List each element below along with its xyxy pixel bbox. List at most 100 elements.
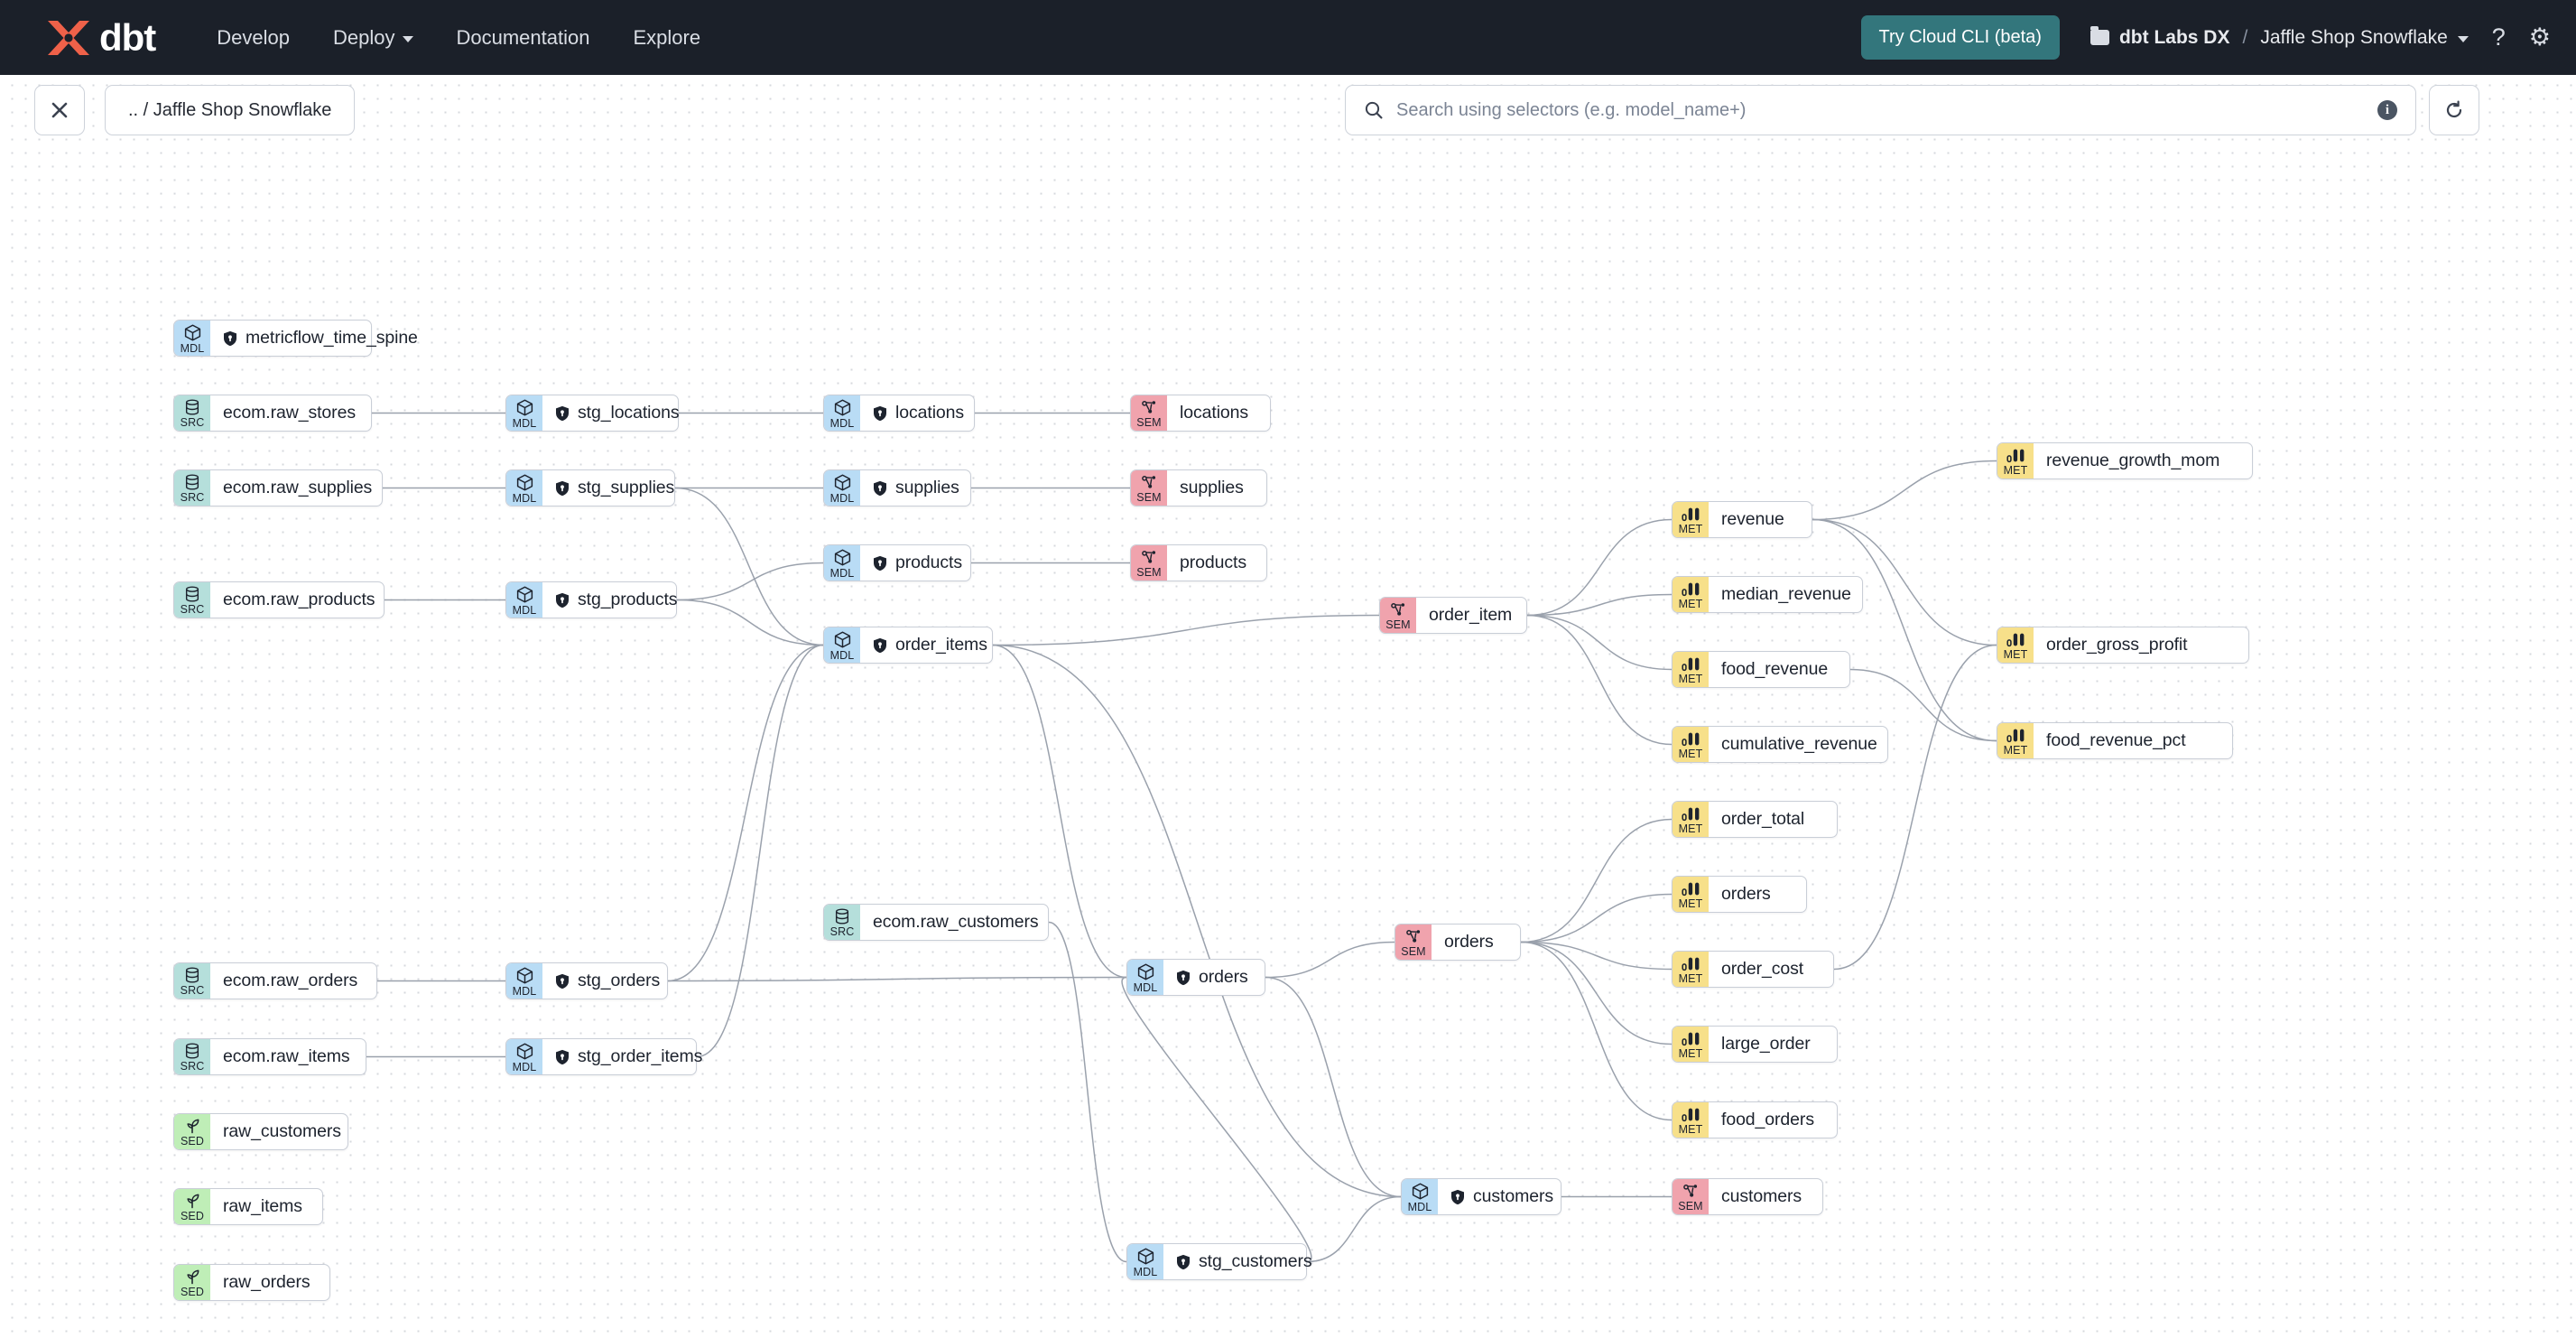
node-type-badge-sem: SEM xyxy=(1131,395,1167,431)
dbt-logo[interactable]: dbt xyxy=(43,17,156,59)
lineage-canvas[interactable]: MDL metricflow_time_spine SRC ecom.raw_st… xyxy=(0,75,2576,1338)
node-type-label: SEM xyxy=(1136,416,1162,430)
account-project-selector[interactable]: dbt Labs DX / Jaffle Shop Snowflake xyxy=(2090,26,2469,49)
node-type-badge-src: SRC xyxy=(174,470,210,506)
node-type-label: MET xyxy=(1678,1046,1703,1060)
node-type-badge-met: MET xyxy=(1673,877,1709,912)
node-label: stg_order_items xyxy=(578,1046,703,1066)
network-icon xyxy=(1142,551,1156,563)
breadcrumb-label: .. / Jaffle Shop Snowflake xyxy=(128,99,332,120)
node-label: customers xyxy=(1721,1186,1802,1206)
lineage-node-mdl_locations[interactable]: MDL locations xyxy=(823,395,975,432)
lineage-edge xyxy=(1265,976,1402,1198)
lineage-node-mdl_order_items[interactable]: MDL order_items xyxy=(823,627,993,664)
nav-link-explore[interactable]: Explore xyxy=(611,17,722,59)
node-label-wrap: ecom.raw_customers xyxy=(860,905,1054,940)
node-type-label: MDL xyxy=(1133,980,1158,994)
node-label: raw_customers xyxy=(223,1121,341,1141)
shield-icon xyxy=(556,1049,569,1064)
lineage-edge xyxy=(992,644,1402,1198)
nav-link-deploy[interactable]: Deploy xyxy=(311,17,434,59)
cube-icon xyxy=(1137,1248,1154,1265)
lineage-edge xyxy=(1526,614,1673,746)
nav-link-documentation[interactable]: Documentation xyxy=(435,17,612,59)
node-type-label: MET xyxy=(1678,747,1703,760)
node-type-badge-src: SRC xyxy=(174,395,210,431)
node-label-wrap: order_gross_profit xyxy=(2034,627,2202,663)
node-label: orders xyxy=(1444,932,1494,952)
lineage-node-stg_order_items[interactable]: MDL stg_order_items xyxy=(505,1038,702,1075)
search-box[interactable]: i xyxy=(1345,85,2416,135)
node-label: order_gross_profit xyxy=(2046,635,2188,655)
network-icon xyxy=(1406,930,1421,943)
lineage-node-stg_customers[interactable]: MDL stg_customers xyxy=(1126,1243,1312,1280)
cube-icon xyxy=(516,586,533,603)
gear-icon[interactable]: ⚙ xyxy=(2528,23,2551,51)
nav-right-cluster: Try Cloud CLI (beta) dbt Labs DX / Jaffl… xyxy=(1860,15,2551,60)
node-type-label: SEM xyxy=(1136,566,1162,580)
nav-link-develop-label: Develop xyxy=(217,25,291,49)
node-type-label: MET xyxy=(1678,597,1703,610)
node-label: stg_products xyxy=(578,590,678,609)
lineage-node-mdl_products[interactable]: MDL products xyxy=(823,544,971,581)
lineage-node-src_raw_stores[interactable]: SRC ecom.raw_stores xyxy=(173,395,372,432)
node-label: orders xyxy=(1199,967,1248,987)
info-icon[interactable]: i xyxy=(2377,100,2397,120)
cube-icon xyxy=(516,474,533,491)
node-type-label: MET xyxy=(1678,822,1703,835)
lineage-node-stg_locations[interactable]: MDL stg_locations xyxy=(505,395,680,432)
lineage-node-stg_supplies[interactable]: MDL stg_supplies xyxy=(505,469,675,506)
nav-link-develop[interactable]: Develop xyxy=(195,17,311,59)
node-label-wrap: stg_orders xyxy=(542,963,675,999)
lineage-node-mdl_customers[interactable]: MDL customers xyxy=(1401,1178,1561,1215)
node-label: stg_orders xyxy=(578,971,661,990)
try-cloud-cli-button[interactable]: Try Cloud CLI (beta) xyxy=(1860,15,2060,60)
cube-icon xyxy=(516,399,533,416)
node-label: ecom.raw_stores xyxy=(223,403,356,423)
lineage-edge xyxy=(667,644,824,982)
refresh-button[interactable] xyxy=(2429,85,2479,135)
help-icon[interactable]: ? xyxy=(2491,23,2506,51)
lineage-node-stg_orders[interactable]: MDL stg_orders xyxy=(505,962,668,999)
database-icon xyxy=(185,1043,199,1059)
lineage-node-stg_products[interactable]: MDL stg_products xyxy=(505,581,678,618)
shield-icon xyxy=(874,637,886,653)
node-label-wrap: stg_order_items xyxy=(542,1039,718,1074)
node-type-badge-mdl: MDL xyxy=(824,627,860,663)
lineage-node-metricflow_time_spine[interactable]: MDL metricflow_time_spine xyxy=(173,320,418,357)
lineage-node-mdl_orders[interactable]: MDL orders xyxy=(1126,959,1265,996)
breadcrumb-button[interactable]: .. / Jaffle Shop Snowflake xyxy=(105,85,356,135)
close-button[interactable] xyxy=(34,85,85,135)
shield-icon xyxy=(874,555,886,571)
search-input[interactable] xyxy=(1396,99,2365,121)
lineage-node-mdl_supplies[interactable]: MDL supplies xyxy=(823,469,971,506)
sprout-icon xyxy=(187,1269,199,1285)
account-name: dbt Labs DX xyxy=(2118,26,2230,48)
